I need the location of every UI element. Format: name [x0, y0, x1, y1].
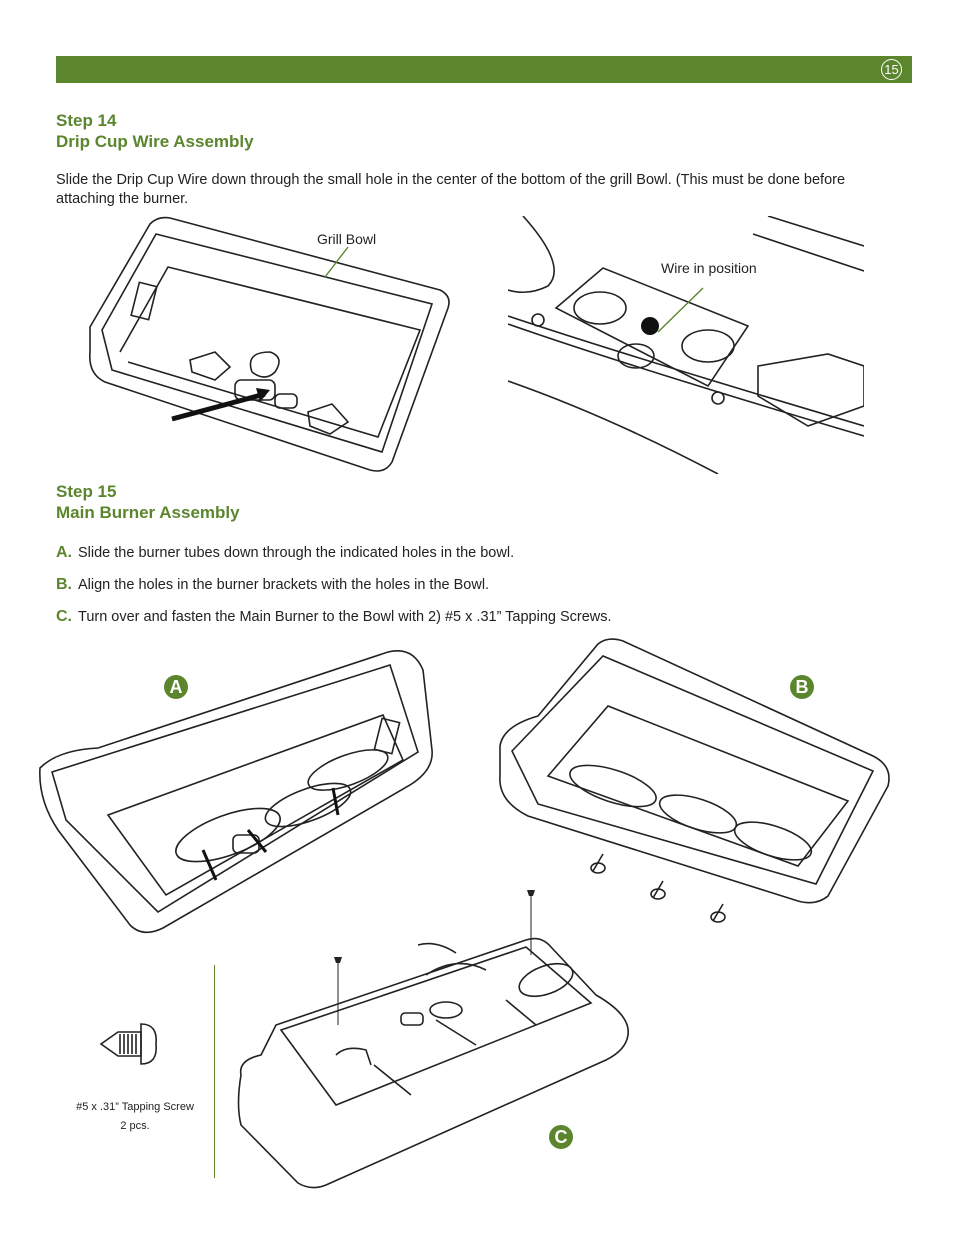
burner-figure-c	[237, 890, 629, 1189]
step15-item-a-letter: A.	[56, 544, 72, 561]
step15-item-c-text: Turn over and fasten the Main Burner to …	[78, 609, 612, 625]
burner-figure-a	[39, 650, 433, 934]
figure-b-badge: B	[790, 675, 814, 699]
step15-number: Step 15	[56, 482, 117, 501]
step15-item-c-letter: C.	[56, 608, 72, 625]
step15-item-c: C. Turn over and fasten the Main Burner t…	[56, 608, 612, 626]
tapping-screw-icon	[99, 1023, 158, 1065]
screw-divider	[214, 965, 215, 1178]
step14-number: Step 14	[56, 111, 117, 130]
burner-figure-b	[499, 638, 890, 923]
grill-bowl-label: Grill Bowl	[317, 231, 377, 247]
figure-a-badge: A	[164, 675, 188, 699]
page-number: 15	[881, 59, 902, 80]
wire-position-label: Wire in position	[661, 260, 757, 276]
step15-title: Main Burner Assembly	[56, 503, 240, 522]
step15-item-a-text: Slide the burner tubes down through the …	[78, 545, 515, 561]
step15-item-b-letter: B.	[56, 576, 72, 593]
step14-title: Drip Cup Wire Assembly	[56, 132, 254, 151]
screw-spec-label: #5 x .31” Tapping Screw	[76, 1101, 194, 1113]
step15-item-b: B. Align the holes in the burner brackets…	[56, 576, 489, 594]
screw-quantity-label: 2 pcs.	[120, 1120, 150, 1132]
grill-bowl-illustration	[88, 216, 450, 472]
step15-item-b-text: Align the holes in the burner brackets w…	[78, 577, 490, 593]
step14-instructions: Slide the Drip Cup Wire down through the…	[56, 172, 846, 207]
header-bar: 15	[56, 56, 912, 83]
figure-c-badge: C	[549, 1125, 573, 1149]
wire-position-detail	[508, 216, 864, 474]
step15-item-a: A. Slide the burner tubes down through th…	[56, 544, 514, 562]
